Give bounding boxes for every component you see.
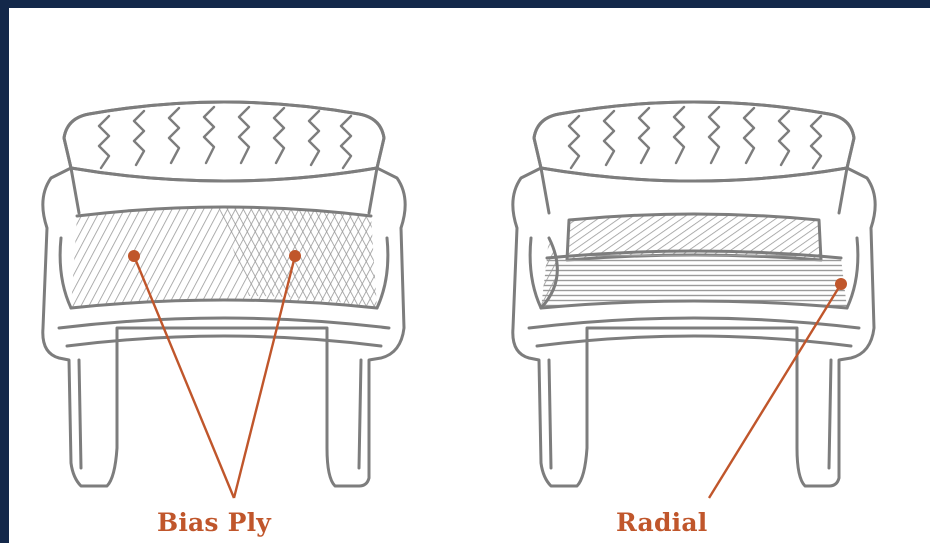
bias-ply-tire [43,102,405,486]
bias-pointer-dot-left [128,250,140,262]
radial-pointer-dot [835,278,847,290]
bias-ply-label: Bias Ply [157,508,271,537]
radial-tire [513,102,875,486]
diagram-panel: Bias Ply Radial [9,8,930,543]
bias-pointer-dot-right [289,250,301,262]
radial-label: Radial [616,508,707,537]
tire-construction-diagram [9,8,930,543]
